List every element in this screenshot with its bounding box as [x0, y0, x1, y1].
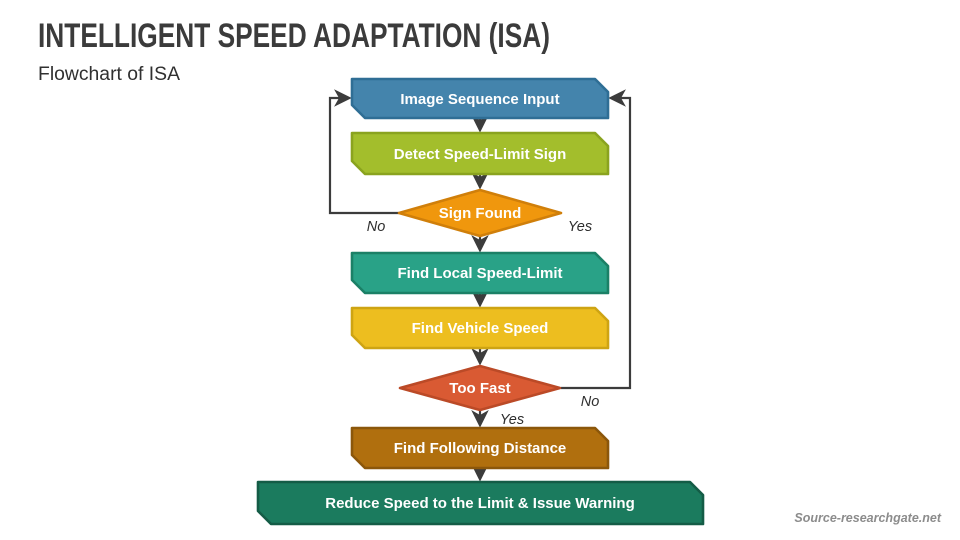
node-find-local-speed-limit: Find Local Speed-Limit — [350, 251, 610, 295]
page-title: INTELLIGENT SPEED ADAPTATION (ISA) — [38, 17, 550, 55]
node-image-sequence-input-label: Image Sequence Input — [400, 91, 559, 108]
node-image-sequence-input: Image Sequence Input — [350, 77, 610, 120]
node-detect-speed-limit-sign-shape — [350, 131, 610, 176]
branch-label-sign-found-yes: Yes — [568, 219, 592, 235]
page-subtitle: Flowchart of ISA — [38, 64, 180, 85]
node-find-following-distance-shape — [350, 426, 610, 470]
branch-label-sign-found-no: No — [367, 219, 386, 235]
node-sign-found-label: Sign Found — [439, 205, 521, 222]
node-find-following-distance-label: Find Following Distance — [394, 440, 567, 457]
node-reduce-speed-warning: Reduce Speed to the Limit & Issue Warnin… — [256, 480, 705, 526]
branch-label-too-fast-no: No — [581, 394, 600, 410]
node-find-vehicle-speed: Find Vehicle Speed — [350, 306, 610, 350]
node-find-following-distance: Find Following Distance — [350, 426, 610, 470]
connector-signfound-no-loop — [328, 89, 399, 215]
node-find-local-speed-limit-label: Find Local Speed-Limit — [397, 265, 562, 282]
node-image-sequence-input-shape — [350, 77, 610, 120]
connector-toofast-no-loop — [561, 89, 632, 390]
node-detect-speed-limit-sign: Detect Speed-Limit Sign — [350, 131, 610, 176]
node-find-vehicle-speed-shape — [350, 306, 610, 350]
node-reduce-speed-warning-shape — [256, 480, 705, 526]
node-too-fast-label: Too Fast — [449, 380, 510, 397]
node-too-fast-shape — [398, 364, 562, 412]
node-too-fast: Too Fast — [398, 364, 562, 412]
node-detect-speed-limit-sign-label: Detect Speed-Limit Sign — [394, 146, 567, 163]
node-find-local-speed-limit-shape — [350, 251, 610, 295]
source-credit: Source-researchgate.net — [794, 511, 941, 525]
node-find-vehicle-speed-label: Find Vehicle Speed — [412, 320, 549, 337]
node-reduce-speed-warning-label: Reduce Speed to the Limit & Issue Warnin… — [325, 495, 635, 512]
node-sign-found-shape — [397, 188, 563, 238]
branch-label-too-fast-yes: Yes — [500, 412, 524, 428]
node-sign-found: Sign Found — [397, 188, 563, 238]
